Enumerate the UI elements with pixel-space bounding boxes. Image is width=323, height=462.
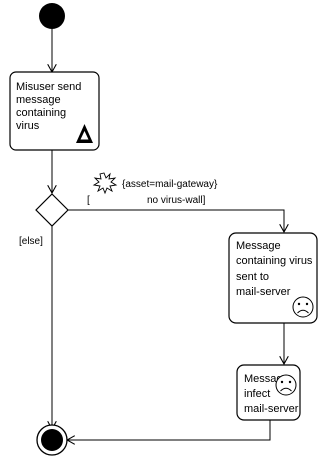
explosion-icon [92, 172, 118, 195]
action-message-infect: Message infect mail-server [236, 364, 301, 421]
sad-face-icon [292, 296, 314, 318]
action-label-line: virus [16, 120, 40, 132]
guard-bracket-open: [ [87, 195, 90, 206]
action-label-line: mail-server [236, 286, 291, 298]
action-message-sent: Message containing virus sent to mail-se… [228, 232, 318, 324]
guard-condition-label: no virus-wall] [147, 195, 206, 206]
decision-node [35, 193, 69, 227]
warning-triangle-icon [76, 124, 93, 143]
action-label-line: Misuser send [16, 81, 81, 93]
final-node [36, 424, 68, 456]
guard-asset-label: {asset=mail-gateway} [122, 179, 218, 190]
edge-infect-to-final [67, 420, 271, 440]
initial-node [39, 3, 65, 29]
action-misuser-send-message: Misuser send message containing virus [9, 71, 100, 151]
else-guard-label: [else] [19, 236, 43, 247]
action-label-line: Message [236, 240, 281, 252]
sad-face-icon [275, 374, 297, 396]
action-label-line: infect [244, 388, 270, 400]
action-label-line: containing [16, 107, 66, 119]
action-label-line: sent to [236, 271, 269, 283]
action-label-line: containing virus [236, 255, 313, 267]
action-label-line: mail-server [244, 403, 299, 415]
action-label-line: message [16, 94, 61, 106]
edge-decision-to-msg-sent [68, 209, 284, 232]
